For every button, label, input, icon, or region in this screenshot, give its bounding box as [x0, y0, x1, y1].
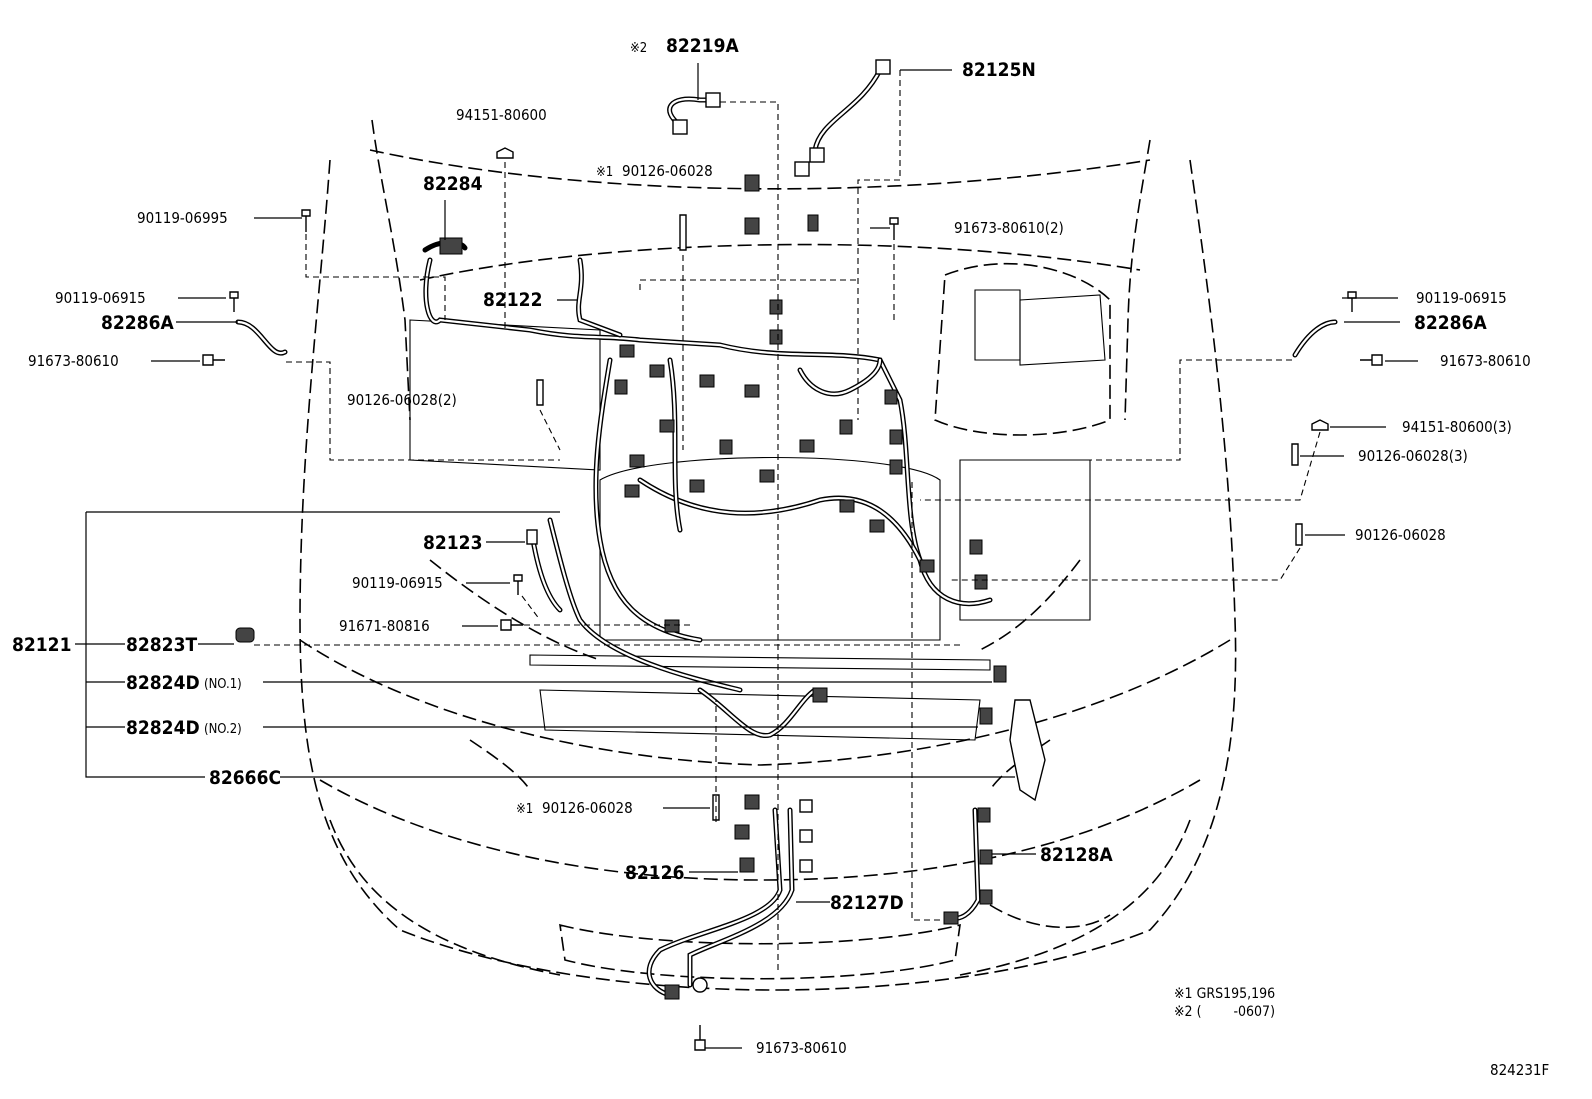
label-90126-06028-top-mark: ※1 — [596, 165, 613, 180]
label-94151-80600-3: 94151-80600(3) — [1402, 418, 1512, 436]
label-82128A: 82128A — [1040, 844, 1113, 866]
label-82284: 82284 — [423, 173, 483, 195]
label-91673-80610-left: 91673-80610 — [28, 352, 119, 370]
label-82824D-no1-note: (NO.1) — [204, 677, 242, 692]
label-82122: 82122 — [483, 289, 542, 311]
label-82824D-no2: 82824D — [126, 717, 200, 739]
diagram-reference-number: 824231F — [1490, 1061, 1549, 1079]
label-82286A-left: 82286A — [101, 312, 174, 334]
label-82123: 82123 — [423, 532, 482, 554]
label-82286A-right: 82286A — [1414, 312, 1487, 334]
label-90119-06915-center: 90119-06915 — [352, 574, 443, 592]
label-90126-06028-bottom: 90126-06028 — [542, 799, 633, 817]
label-91673-80610-bottom: 91673-80610 — [756, 1039, 847, 1057]
part-82823T-shape — [235, 627, 255, 643]
reference-dashed-lines — [254, 70, 1321, 970]
label-94151-80600: 94151-80600 — [456, 106, 547, 124]
vehicle-body-outline — [299, 119, 1237, 991]
label-82121: 82121 — [12, 634, 71, 656]
label-90126-06028-top: 90126-06028 — [622, 162, 713, 180]
label-82666C: 82666C — [209, 767, 281, 789]
footnote-1: ※1 GRS195,196 — [1174, 986, 1275, 1002]
part-82824D-no1-shape — [993, 665, 1007, 683]
label-82125N: 82125N — [962, 59, 1036, 81]
label-90119-06915-left: 90119-06915 — [55, 289, 146, 307]
fasteners — [202, 147, 1383, 1051]
part-82126-shape — [734, 794, 813, 873]
part-82122-shape — [576, 257, 623, 338]
part-82125N-shape — [794, 59, 891, 177]
label-90126-06028-right: 90126-06028 — [1355, 526, 1446, 544]
label-91671-80816: 91671-80816 — [339, 617, 430, 635]
label-82219A: 82219A — [666, 35, 739, 57]
part-82128A-shape — [943, 807, 993, 925]
part-82286A-right-shape — [1292, 319, 1338, 358]
label-82126: 82126 — [625, 862, 684, 884]
part-82824D-no2-shape — [979, 707, 993, 725]
label-82824D-no2-note: (NO.2) — [204, 722, 242, 737]
leader-lines — [75, 63, 1418, 1049]
footnotes: ※1 GRS195,196 ※2 ( -0607) — [1174, 986, 1275, 1020]
label-82127D: 82127D — [830, 892, 904, 914]
label-91673-80610-2: 91673-80610(2) — [954, 219, 1064, 237]
part-82219A-shape — [667, 92, 721, 135]
main-engine-harness — [423, 174, 993, 738]
label-82823T: 82823T — [126, 634, 197, 656]
label-91673-80610-right: 91673-80610 — [1440, 352, 1531, 370]
part-82284-shape — [422, 237, 468, 255]
label-90119-06915-right: 90119-06915 — [1416, 289, 1507, 307]
footnote-2: ※2 ( -0607) — [1174, 1004, 1275, 1020]
part-82123-shape — [526, 529, 563, 613]
label-90126-06028-2: 90126-06028(2) — [347, 391, 457, 409]
label-90126-06028-bottom-mark: ※1 — [516, 802, 533, 817]
label-82824D-no1: 82824D — [126, 672, 200, 694]
part-82286A-left-shape — [235, 319, 288, 356]
label-82219A-mark: ※2 — [630, 41, 647, 56]
part-labels: ※2 82219A 82125N 94151-80600 ※1 90126-06… — [12, 35, 1531, 1057]
part-82127D-shape — [646, 807, 795, 1000]
label-90126-06028-3: 90126-06028(3) — [1358, 447, 1468, 465]
label-90119-06995: 90119-06995 — [137, 209, 228, 227]
part-82666C-shape — [1009, 699, 1046, 802]
